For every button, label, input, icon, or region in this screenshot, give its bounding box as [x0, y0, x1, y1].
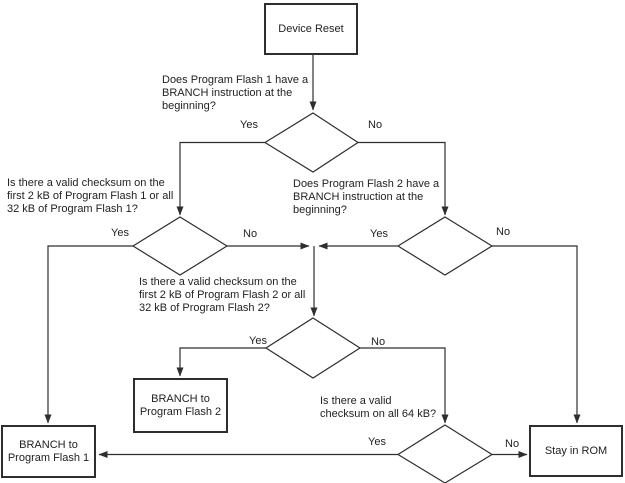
- node-device-reset: Device Reset: [264, 3, 358, 55]
- edge-d2-yes: [44, 245, 133, 424]
- node-stay-in-rom: Stay in ROM: [529, 425, 623, 477]
- question-64kb-checksum: Is there a valid checksum on all 64 kB?: [320, 395, 437, 420]
- decision-64kb-checksum-diamond: [396, 424, 494, 483]
- decision-flash1-branch-diamond: [263, 112, 360, 173]
- decision-flash2-checksum-diamond: [264, 317, 362, 379]
- label-d4-yes: Yes: [249, 335, 267, 347]
- edge-d4-yes: [176, 347, 266, 377]
- label-d2-no: No: [243, 228, 258, 240]
- label-d3-yes: Yes: [370, 228, 388, 240]
- question-flash1-branch: Does Program Flash 1 have a BRANCH instr…: [162, 74, 309, 112]
- label-d1-no: No: [368, 119, 383, 131]
- question-flash2-checksum: Is there a valid checksum on the first 2…: [139, 276, 306, 314]
- decision-flash2-branch-diamond: [396, 216, 494, 276]
- question-flash1-checksum: Is there a valid checksum on the first 2…: [7, 177, 174, 215]
- decision-flash1-checksum-diamond: [131, 216, 229, 276]
- label-d5-no: No: [505, 438, 520, 450]
- label-d2-yes: Yes: [111, 227, 129, 239]
- edge-d4-no: [360, 347, 449, 424]
- question-flash2-branch: Does Program Flash 2 have a BRANCH instr…: [293, 178, 440, 216]
- node-branch-flash1: BRANCH to Program Flash 1: [1, 425, 96, 478]
- label-d5-yes: Yes: [368, 436, 386, 448]
- edge-d1-yes: [176, 141, 265, 216]
- label-d3-no: No: [496, 226, 511, 238]
- node-branch-flash2: BRANCH to Program Flash 2: [133, 378, 228, 433]
- label-d4-no: No: [371, 336, 386, 348]
- edge-d1-no: [358, 141, 449, 216]
- edge-d3-no: [492, 245, 581, 424]
- label-d1-yes: Yes: [240, 119, 258, 131]
